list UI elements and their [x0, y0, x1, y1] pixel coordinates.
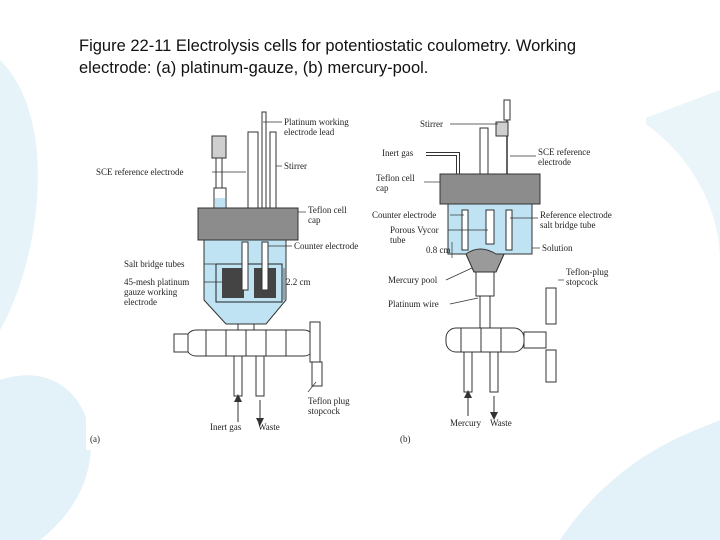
label-b-vycor-2: tube — [390, 235, 406, 245]
label-a-pt-lead-2: electrode lead — [284, 127, 335, 137]
cell-a-labels: Platinum working electrode lead SCE refe… — [90, 117, 358, 444]
label-a-inert-gas: Inert gas — [210, 422, 242, 432]
label-b-inert-gas: Inert gas — [382, 148, 414, 158]
label-a-pt-lead-1: Platinum working — [284, 117, 349, 127]
label-a-stopcock-1: Teflon plug — [308, 396, 350, 406]
label-a-waste: Waste — [258, 422, 280, 432]
panel-label-a: (a) — [90, 434, 100, 444]
label-b-ref-salt-2: salt bridge tube — [540, 220, 596, 230]
label-b-vycor-1: Porous Vycor — [390, 225, 439, 235]
figure-panel — [86, 92, 646, 450]
label-b-stirrer: Stirrer — [420, 119, 443, 129]
label-b-teflon-cap-2: cap — [376, 183, 389, 193]
label-a-counter: Counter electrode — [294, 241, 358, 251]
cell-b — [424, 99, 564, 420]
label-a-sce: SCE reference electrode — [96, 167, 183, 177]
label-a-salt-bridge: Salt bridge tubes — [124, 259, 185, 269]
label-a-gauze-1: 45-mesh platinum — [124, 277, 189, 287]
cell-a — [173, 111, 323, 426]
label-b-mercury-pool: Mercury pool — [388, 275, 438, 285]
label-b-waste: Waste — [490, 418, 512, 428]
label-a-teflon-cap-1: Teflon cell — [308, 205, 347, 215]
label-a-dimension: 2.2 cm — [286, 277, 311, 287]
panel-label-b: (b) — [400, 434, 411, 444]
label-a-stopcock-2: stopcock — [308, 406, 340, 416]
electrolysis-cells-diagram: Platinum working electrode lead SCE refe… — [90, 99, 612, 444]
caption-line-1: Figure 22-11 Electrolysis cells for pote… — [79, 37, 577, 55]
caption-line-2: electrode: (a) platinum-gauze, (b) mercu… — [79, 59, 429, 77]
label-a-stirrer: Stirrer — [284, 161, 307, 171]
label-b-counter: Counter electrode — [372, 210, 436, 220]
label-b-mercury: Mercury — [450, 418, 481, 428]
cell-b-labels: Stirrer Inert gas SCE reference electrod… — [372, 119, 612, 444]
label-b-sce-2: electrode — [538, 157, 571, 167]
figure-caption: Figure 22-11 Electrolysis cells for pote… — [79, 35, 679, 79]
label-b-sce-1: SCE reference — [538, 147, 590, 157]
label-b-stopcock-2: stopcock — [566, 277, 598, 287]
label-a-gauze-2: gauze working — [124, 287, 178, 297]
label-b-teflon-cap-1: Teflon cell — [376, 173, 415, 183]
label-b-platinum-wire: Platinum wire — [388, 299, 439, 309]
label-a-teflon-cap-2: cap — [308, 215, 321, 225]
label-b-stopcock-1: Teflon-plug — [566, 267, 609, 277]
label-a-gauze-3: electrode — [124, 297, 157, 307]
label-b-dimension: 0.8 cm — [426, 245, 451, 255]
label-b-solution: Solution — [542, 243, 573, 253]
label-b-ref-salt-1: Reference electrode — [540, 210, 612, 220]
